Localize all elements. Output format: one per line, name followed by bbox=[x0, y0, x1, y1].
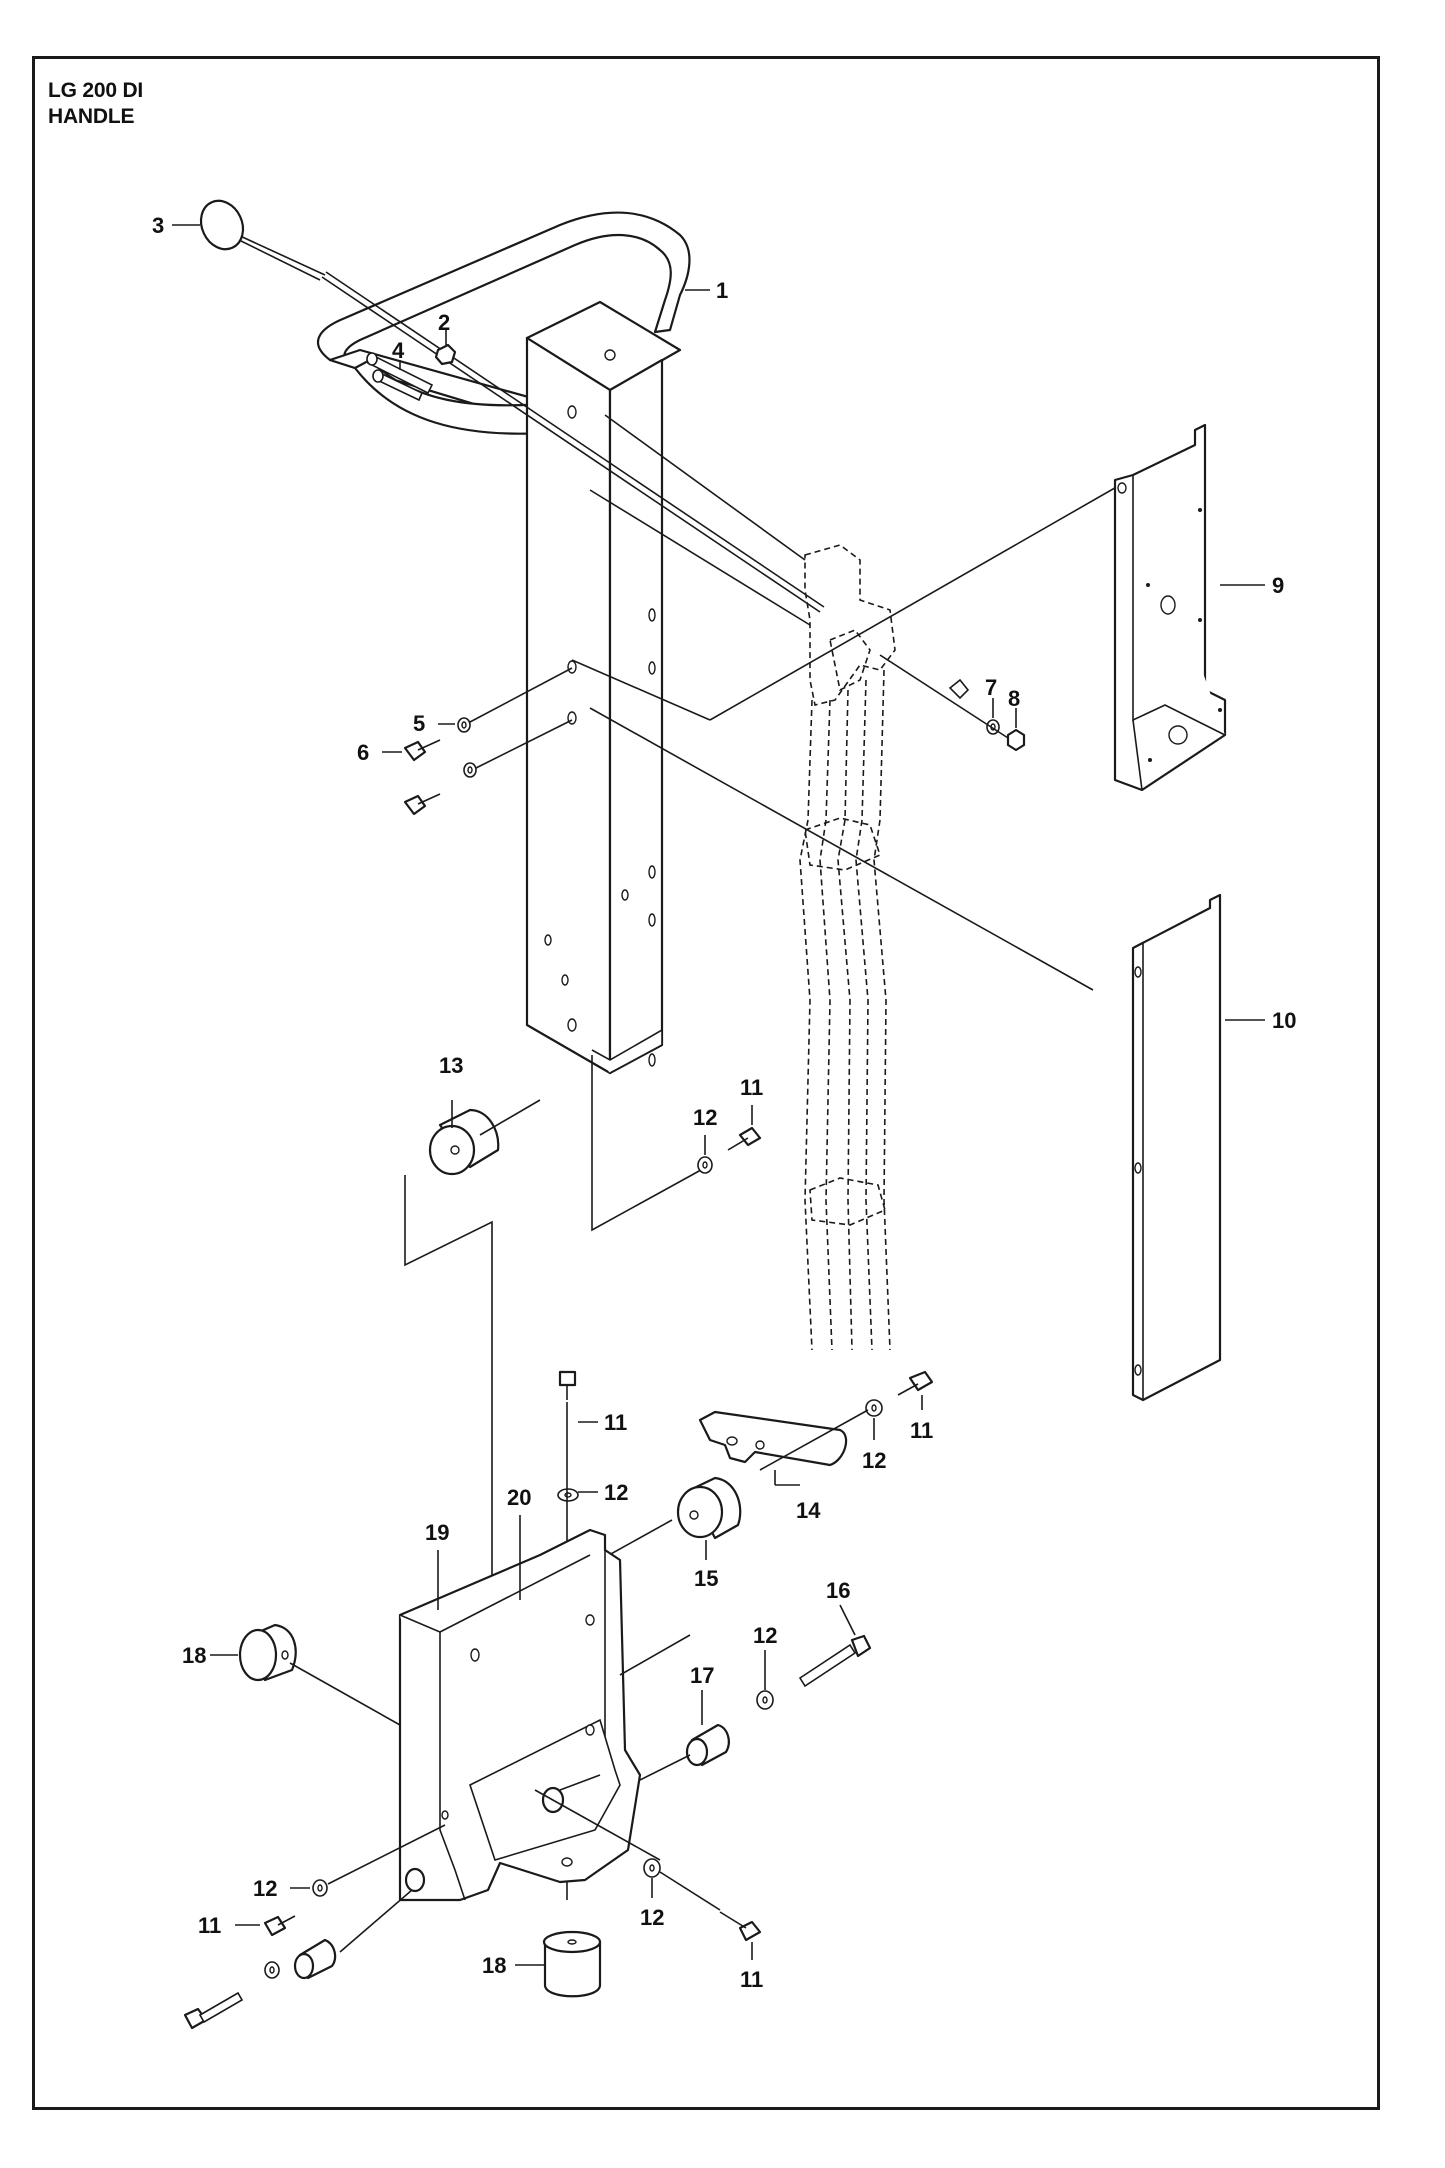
part-12-washer-bottom-left bbox=[312, 1879, 328, 1897]
callout-12-b: 12 bbox=[604, 1480, 628, 1505]
callout-19: 19 bbox=[425, 1520, 449, 1545]
callout-12-c: 12 bbox=[862, 1448, 886, 1473]
callout-11-a: 11 bbox=[740, 1075, 763, 1100]
part-6-screw bbox=[403, 739, 441, 816]
part-14-bracket bbox=[698, 1410, 848, 1486]
part-11-screw-bracket bbox=[897, 1370, 934, 1396]
part-11-screw-bottom-left bbox=[263, 1915, 296, 1937]
part-12-washer-upper bbox=[697, 1156, 713, 1174]
callout-5: 5 bbox=[413, 711, 425, 736]
callout-18-a: 18 bbox=[182, 1643, 206, 1668]
callout-16: 16 bbox=[826, 1578, 850, 1603]
callout-13: 13 bbox=[439, 1053, 463, 1078]
callout-12-e: 12 bbox=[253, 1876, 277, 1901]
part-11-screw-vertical bbox=[558, 1370, 577, 1400]
callout-7: 7 bbox=[985, 675, 997, 700]
callout-6: 6 bbox=[357, 740, 369, 765]
callout-15: 15 bbox=[694, 1566, 718, 1591]
part-11-screw-bottom-right bbox=[719, 1911, 762, 1942]
part-9-upper-cover bbox=[1113, 423, 1227, 792]
part-8-nut bbox=[1006, 728, 1026, 752]
hidden-control-cables bbox=[799, 544, 896, 1351]
part-3-lever-knob bbox=[199, 199, 825, 613]
part-19-base-bracket bbox=[398, 1528, 691, 1902]
bolt-bottom-left bbox=[183, 1867, 426, 2030]
section-title: HANDLE bbox=[48, 105, 135, 128]
part-18-rubber-buffer-left bbox=[238, 1623, 401, 1726]
callout-3: 3 bbox=[152, 213, 164, 238]
part-12-washer-bracket bbox=[865, 1399, 883, 1417]
model-title: LG 200 DI bbox=[48, 79, 144, 102]
callout-1: 1 bbox=[716, 278, 728, 303]
callout-11-b: 11 bbox=[604, 1410, 627, 1435]
title-block: LG 200 DI HANDLE bbox=[48, 78, 143, 130]
callout-14: 14 bbox=[796, 1498, 821, 1523]
part-2-nut bbox=[434, 343, 457, 366]
part-4-pins bbox=[366, 352, 434, 402]
callout-10: 10 bbox=[1272, 1008, 1296, 1033]
part-13-rubber-buffer bbox=[428, 1099, 541, 1176]
part-17-spacer bbox=[685, 1723, 730, 1767]
callout-11-c: 11 bbox=[910, 1418, 933, 1443]
callout-12-a: 12 bbox=[693, 1105, 717, 1130]
part-12-washer-bottom-right bbox=[643, 1858, 661, 1878]
part-12-washer-right bbox=[756, 1690, 774, 1710]
part-1-handle-assembly bbox=[317, 211, 691, 1075]
callout-18-b: 18 bbox=[482, 1953, 506, 1978]
part-16-bolt bbox=[798, 1634, 872, 1688]
part-11-screw-upper bbox=[727, 1126, 762, 1151]
callout-20: 20 bbox=[507, 1485, 531, 1510]
callout-12-d: 12 bbox=[753, 1623, 777, 1648]
part-18-rubber-buffer-bottom bbox=[542, 1930, 602, 1998]
part-10-lower-cover bbox=[1131, 893, 1222, 1402]
callout-4: 4 bbox=[392, 338, 405, 363]
callout-labels: 3 1 2 4 9 7 8 5 6 10 13 11 12 11 12 11 1 bbox=[152, 213, 1296, 1992]
callout-17: 17 bbox=[690, 1663, 714, 1688]
callout-11-e: 11 bbox=[740, 1967, 763, 1992]
part-15-rubber-buffer bbox=[599, 1476, 742, 1561]
part-5-washer bbox=[457, 717, 477, 778]
callout-9: 9 bbox=[1272, 573, 1284, 598]
callout-11-d: 11 bbox=[198, 1913, 221, 1938]
callout-12-f: 12 bbox=[640, 1905, 664, 1930]
callout-2: 2 bbox=[438, 310, 450, 335]
part-12-washer-vertical bbox=[557, 1488, 579, 1502]
callout-8: 8 bbox=[1008, 686, 1020, 711]
